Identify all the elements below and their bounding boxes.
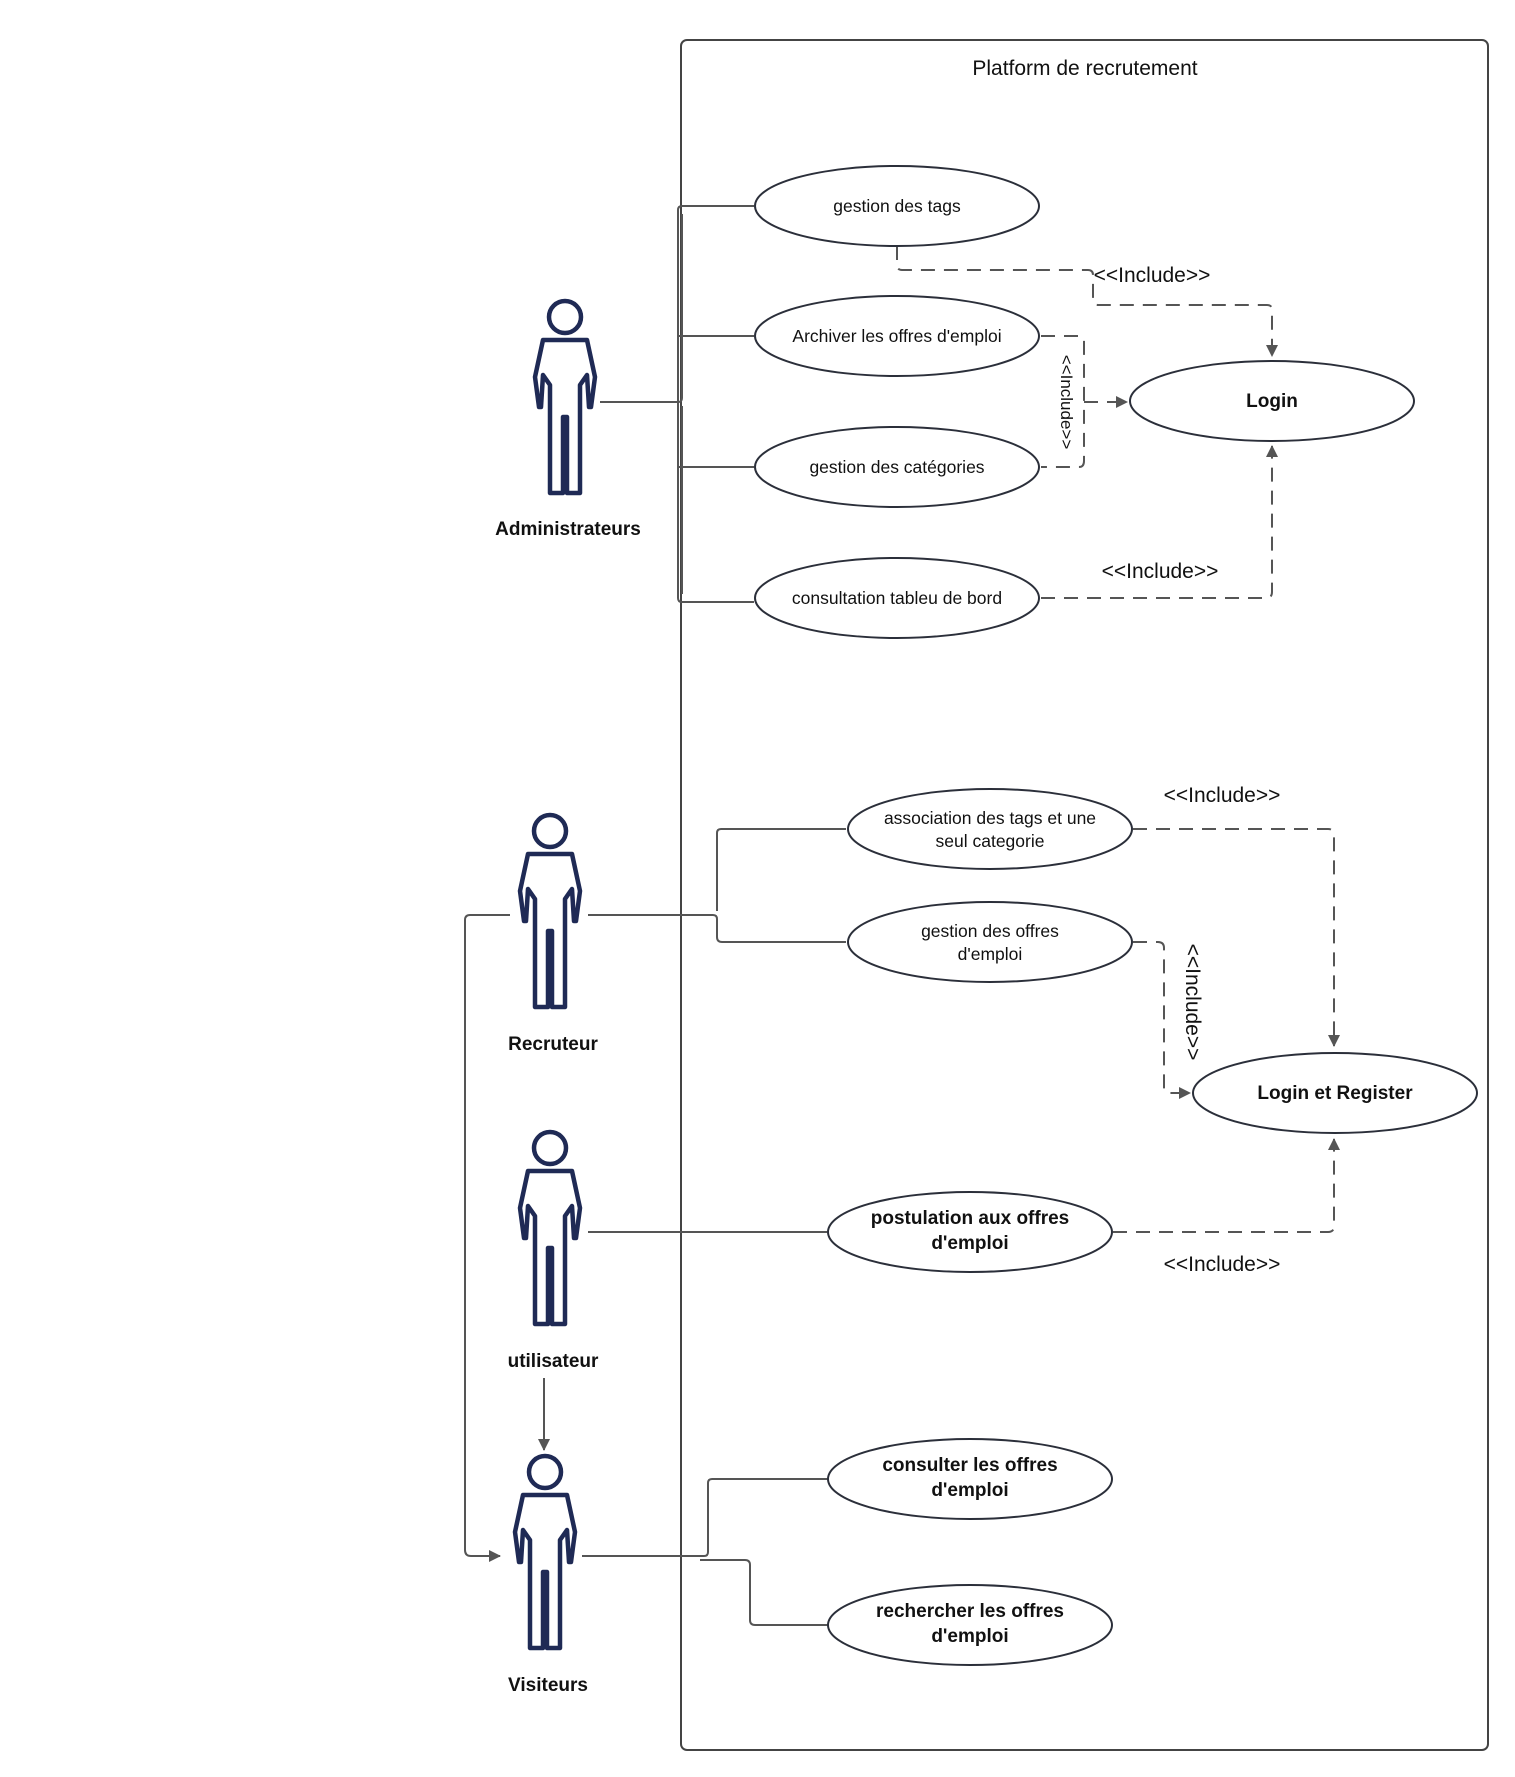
include-label-postulation: <<Include>>	[1164, 1253, 1281, 1276]
actor-visiteurs: Visiteurs	[508, 1456, 588, 1696]
svg-text:association des tags et une: association des tags et une	[884, 808, 1096, 828]
svg-text:d'emploi: d'emploi	[931, 1626, 1008, 1647]
actor-label-administrateurs: Administrateurs	[495, 519, 641, 540]
use-case-login: Login	[1129, 360, 1415, 442]
use-case-association-tags: association des tags et une seul categor…	[847, 788, 1133, 870]
use-case-consulter-offres: consulter les offres d'emploi	[827, 1438, 1113, 1520]
system-title: Platform de recrutement	[972, 57, 1197, 80]
actor-label-utilisateur: utilisateur	[508, 1351, 599, 1372]
svg-text:gestion des tags: gestion des tags	[833, 196, 961, 216]
use-case-gestion-categories: gestion des catégories	[754, 426, 1040, 508]
actor-label-recruteur: Recruteur	[508, 1034, 598, 1055]
svg-text:gestion des catégories: gestion des catégories	[809, 457, 984, 477]
use-case-consultation-tableau: consultation tableu de bord	[754, 557, 1040, 639]
svg-text:consulter les offres: consulter les offres	[882, 1455, 1057, 1476]
actor-label-visiteurs: Visiteurs	[508, 1675, 588, 1696]
include-label-archive-categories: <<Include>>	[1057, 355, 1076, 450]
include-label-offres: <<Include>>	[1181, 944, 1204, 1061]
use-case-rechercher-offres: rechercher les offres d'emploi	[827, 1584, 1113, 1666]
recruiter-associations	[464, 828, 846, 1562]
admin-associations	[600, 205, 754, 603]
actor-administrateurs: Administrateurs	[495, 301, 641, 540]
svg-text:consultation tableu de bord: consultation tableu de bord	[792, 588, 1002, 608]
svg-text:d'emploi: d'emploi	[958, 944, 1023, 964]
svg-text:Archiver les offres d'emploi: Archiver les offres d'emploi	[792, 326, 1001, 346]
use-case-archiver-offres: Archiver les offres d'emploi	[754, 295, 1040, 377]
system-boundary	[680, 39, 1489, 1751]
actor-utilisateur: utilisateur	[508, 1132, 599, 1372]
use-case-postulation: postulation aux offres d'emploi	[827, 1191, 1113, 1273]
svg-text:postulation aux offres: postulation aux offres	[871, 1208, 1069, 1229]
include-label-dashboard: <<Include>>	[1102, 560, 1219, 583]
actor-recruteur: Recruteur	[508, 815, 598, 1055]
svg-text:d'emploi: d'emploi	[931, 1480, 1008, 1501]
use-case-gestion-tags: gestion des tags	[754, 165, 1040, 247]
svg-text:gestion des offres: gestion des offres	[921, 921, 1059, 941]
include-label-association: <<Include>>	[1164, 784, 1281, 807]
svg-text:Login et Register: Login et Register	[1257, 1083, 1413, 1104]
svg-text:d'emploi: d'emploi	[931, 1233, 1008, 1254]
login-register-include-connectors	[1113, 828, 1340, 1233]
use-case-login-register: Login et Register	[1192, 1052, 1478, 1134]
visitor-associations	[582, 1478, 830, 1626]
admin-include-connectors	[896, 246, 1278, 599]
include-label-tags: <<Include>>	[1094, 264, 1211, 287]
svg-text:Login: Login	[1246, 391, 1298, 412]
svg-text:seul categorie: seul categorie	[936, 831, 1045, 851]
use-case-gestion-offres: gestion des offres d'emploi	[847, 901, 1133, 983]
svg-text:rechercher les offres: rechercher les offres	[876, 1601, 1064, 1622]
